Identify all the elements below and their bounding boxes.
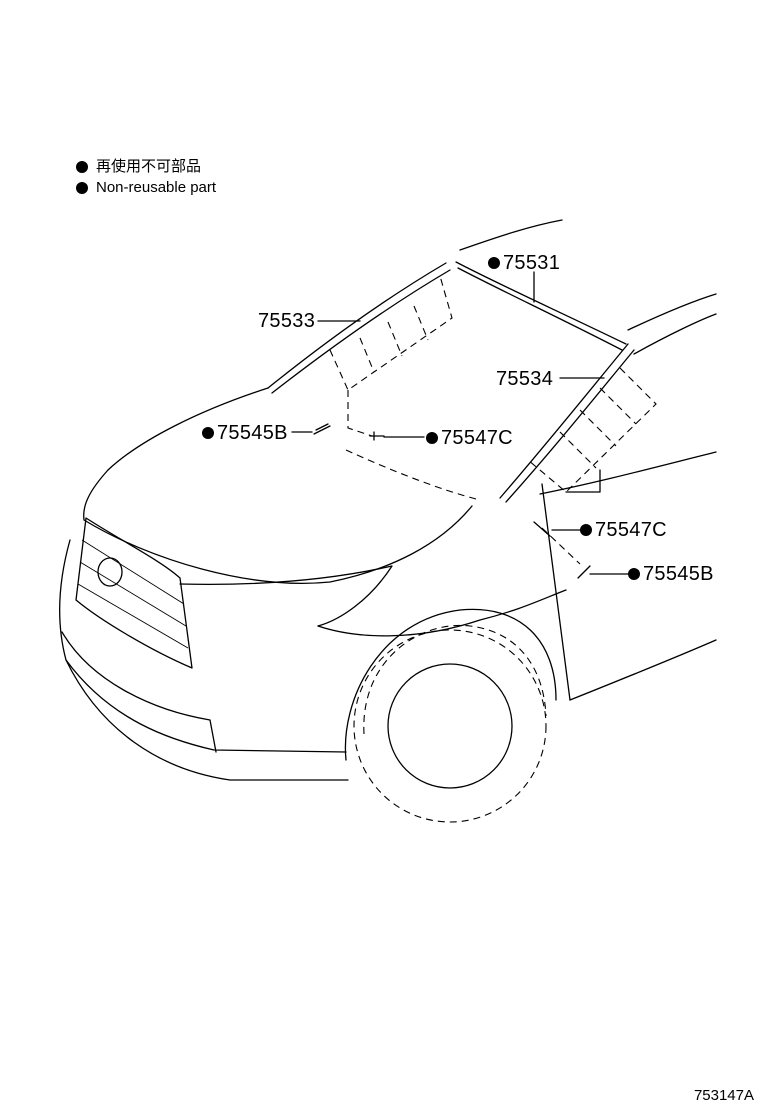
wheel (387, 663, 513, 789)
roof-edge (459, 219, 563, 251)
clip-75545b-left (313, 423, 331, 435)
callout-75534: 75534 (496, 368, 553, 390)
clip-75547c-right (533, 521, 551, 537)
door-front-edge (541, 483, 571, 701)
clip-75547c-left (369, 431, 385, 441)
cowl-line (345, 449, 481, 501)
filled-dot-icon (426, 432, 438, 444)
callout-75533: 75533 (258, 310, 315, 332)
part-number-75533: 75533 (258, 310, 316, 332)
legend: 再使用不可部品 Non-reusable part (76, 156, 216, 198)
illustration-code: 753147A (693, 1087, 754, 1104)
side-beltline (539, 451, 717, 495)
filled-dot-icon (76, 160, 88, 173)
callout-75547c-left: 75547C (426, 427, 513, 449)
roof-right-edge (627, 293, 717, 331)
hood-outline (83, 469, 473, 584)
part-number-75547c-left: 75547C (441, 427, 513, 449)
grille-bars (77, 539, 189, 649)
filled-dot-icon (488, 257, 500, 269)
wheel-arch (344, 608, 557, 761)
clip-75545b-right (577, 565, 591, 579)
part-number-75534: 75534 (496, 368, 554, 390)
callout-75545b-right: 75545B (628, 563, 714, 585)
part-number-75545b-right: 75545B (643, 563, 714, 585)
legend-row-english: Non-reusable part (76, 177, 216, 198)
molding-75531-inner (457, 267, 623, 351)
part-number-75531: 75531 (503, 252, 561, 274)
legend-text-japanese: 再使用不可部品 (96, 158, 202, 175)
side-rocker (569, 639, 717, 701)
molding-75533-inner (271, 269, 451, 394)
part-number-75547c-right: 75547C (595, 519, 667, 541)
callout-75545b-left: 75545B (202, 422, 288, 444)
legend-row-japanese: 再使用不可部品 (76, 156, 216, 177)
molding-75534-inner (505, 349, 635, 503)
hood-rear-edge (107, 387, 269, 471)
emblem (97, 557, 123, 587)
legend-text-english: Non-reusable part (96, 179, 217, 196)
bumper-lower (61, 631, 217, 753)
filled-dot-icon (202, 427, 214, 439)
wheel-arch-liner (363, 624, 547, 735)
door-window-line (565, 469, 601, 493)
molding-75533 (267, 262, 447, 389)
grille (75, 517, 193, 669)
molding-75534 (499, 343, 629, 499)
dashed-connector-left (347, 390, 373, 437)
bumper-bottom (65, 659, 349, 781)
filled-dot-icon (580, 524, 592, 536)
rear-glass-edge (633, 313, 717, 355)
filled-dot-icon (628, 568, 640, 580)
filled-dot-icon (76, 181, 88, 194)
molding-75531 (455, 261, 627, 345)
callout-75547c-right: 75547C (580, 519, 667, 541)
tire (353, 629, 547, 823)
hatch-right (527, 367, 657, 493)
fender-line (317, 589, 567, 637)
hood-front (179, 565, 393, 627)
front-bumper (59, 539, 347, 753)
part-number-75545b-left: 75545B (217, 422, 288, 444)
hatch-left (329, 275, 453, 391)
callout-75531: 75531 (488, 252, 560, 274)
dashed-connector-right (541, 527, 581, 565)
